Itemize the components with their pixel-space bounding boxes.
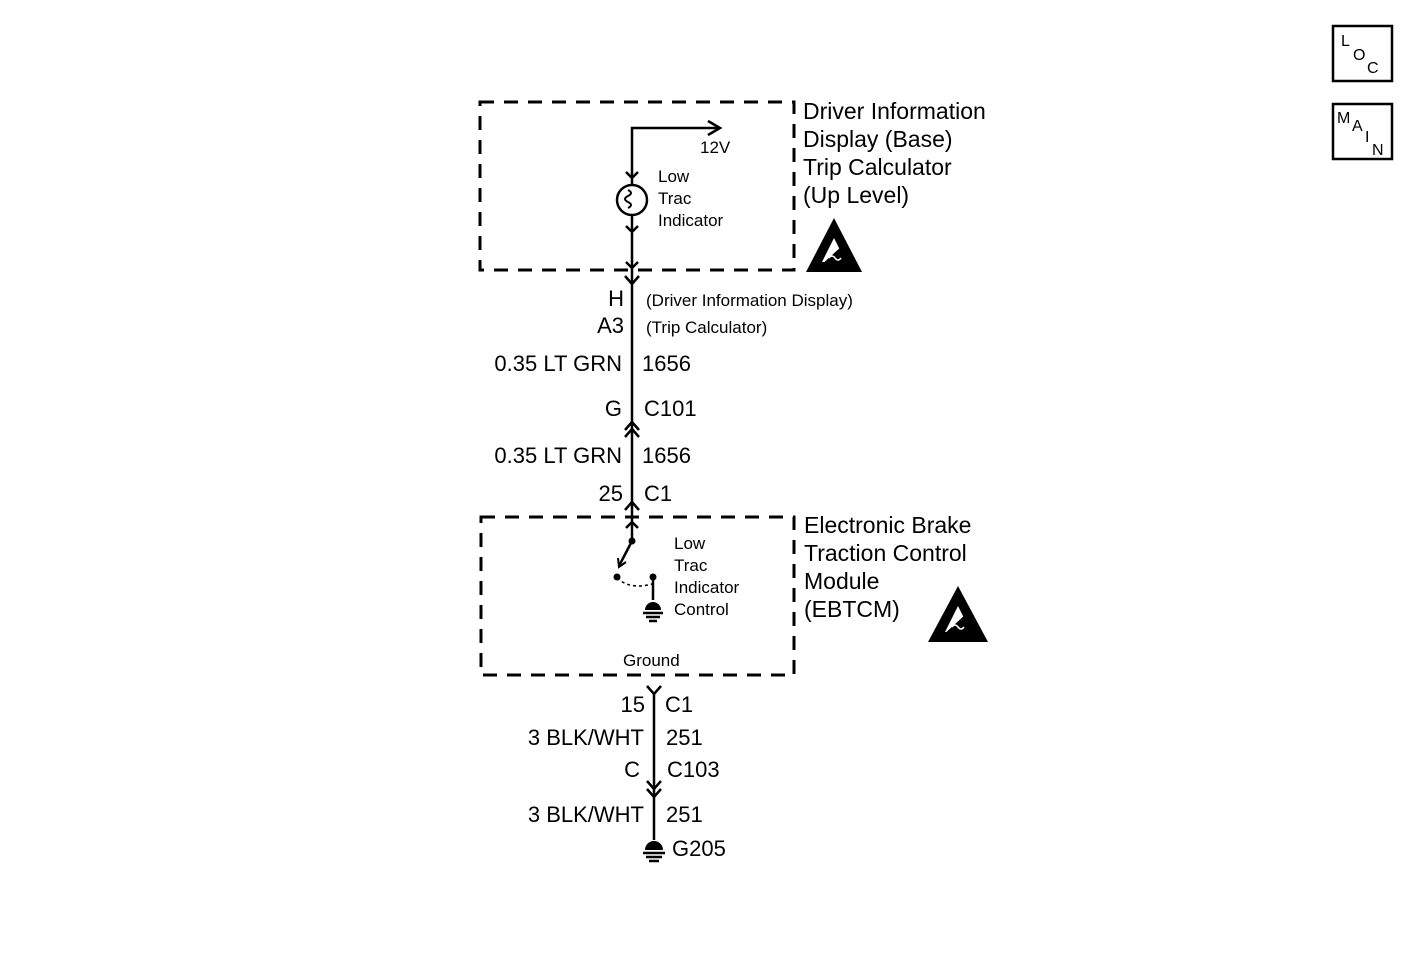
dic-module-box: [478, 100, 796, 272]
main-letter-3: I: [1365, 129, 1369, 146]
c103-pin-label: C: [624, 757, 640, 782]
pin-h-label: H: [608, 286, 624, 311]
main-letter-4: N: [1372, 142, 1384, 159]
loc-letter-2: O: [1353, 47, 1365, 64]
dic-title-line-1: Driver Information: [803, 98, 986, 124]
control-label-line-4: Control: [674, 600, 729, 619]
loc-button[interactable]: L O C: [1331, 24, 1394, 83]
control-label-line-1: Low: [674, 534, 706, 553]
indicator-label-line-1: Low: [658, 167, 690, 186]
connector-c1-pin25-icon: [624, 500, 640, 511]
wire-color-2: 0.35 LT GRN: [494, 443, 622, 468]
connector-h-icon: [624, 275, 640, 286]
wire-color-1: 0.35 LT GRN: [494, 351, 622, 376]
esd-warning-icon: [806, 218, 862, 272]
connector-c103-icon: [646, 780, 662, 799]
c101-pin-label: G: [605, 396, 622, 421]
control-label-line-2: Trac: [674, 556, 708, 575]
dic-title-line-2: Display (Base): [803, 126, 953, 152]
dic-title-line-4: (Up Level): [803, 182, 909, 208]
ebtcm-title: Electronic Brake Traction Control Module…: [804, 512, 971, 622]
main-button[interactable]: M A I N: [1331, 102, 1394, 161]
lower-c1-label: C1: [665, 692, 693, 717]
control-label-line-3: Indicator: [674, 578, 740, 597]
pin-15-label: 15: [621, 692, 645, 717]
ebtcm-title-line-2: Traction Control: [804, 540, 967, 566]
indicator-lamp-icon: [615, 168, 649, 234]
dic-title-line-3: Trip Calculator: [803, 154, 952, 180]
ground-g205-icon: [643, 841, 665, 863]
ebtcm-ground-label: Ground: [623, 651, 680, 670]
main-letter-1: M: [1337, 110, 1350, 127]
ground-circuit-1: 251: [666, 725, 703, 750]
pin-a3-note: (Trip Calculator): [646, 318, 767, 337]
ground-circuit-2: 251: [666, 802, 703, 827]
connector-c101-icon: [624, 420, 640, 438]
ebtcm-pin-25-label: 25: [599, 481, 623, 506]
pin-a3-label: A3: [597, 313, 624, 338]
indicator-control-switch-icon: [613, 520, 663, 623]
ebtcm-title-line-3: Module: [804, 568, 879, 594]
loc-letter-3: C: [1367, 60, 1379, 77]
loc-letter-1: L: [1341, 33, 1350, 50]
connector-c1-pin15-icon: [646, 685, 662, 696]
esd-warning-icon: [928, 586, 988, 642]
voltage-label: 12V: [700, 138, 731, 157]
power-feed-wire: [630, 126, 718, 168]
ground-wire-color-2: 3 BLK/WHT: [528, 802, 644, 827]
ground-wire-color-1: 3 BLK/WHT: [528, 725, 644, 750]
pin-h-note: (Driver Information Display): [646, 291, 853, 310]
c101-connector-label: C101: [644, 396, 697, 421]
arrow-down-icon: [625, 261, 639, 270]
c103-connector-label: C103: [667, 757, 720, 782]
indicator-label-line-2: Trac: [658, 189, 692, 208]
circuit-number-2: 1656: [642, 443, 691, 468]
main-letter-2: A: [1352, 118, 1363, 135]
indicator-label-line-3: Indicator: [658, 211, 724, 230]
circuit-number-1: 1656: [642, 351, 691, 376]
dic-title: Driver Information Display (Base) Trip C…: [803, 98, 986, 208]
ground-g205-label: G205: [672, 836, 726, 861]
power-arrow-icon: [707, 119, 723, 137]
ebtcm-module-box: [479, 515, 796, 677]
ebtcm-c1-label: C1: [644, 481, 672, 506]
ebtcm-title-line-1: Electronic Brake: [804, 512, 971, 538]
ebtcm-title-line-4: (EBTCM): [804, 596, 900, 622]
